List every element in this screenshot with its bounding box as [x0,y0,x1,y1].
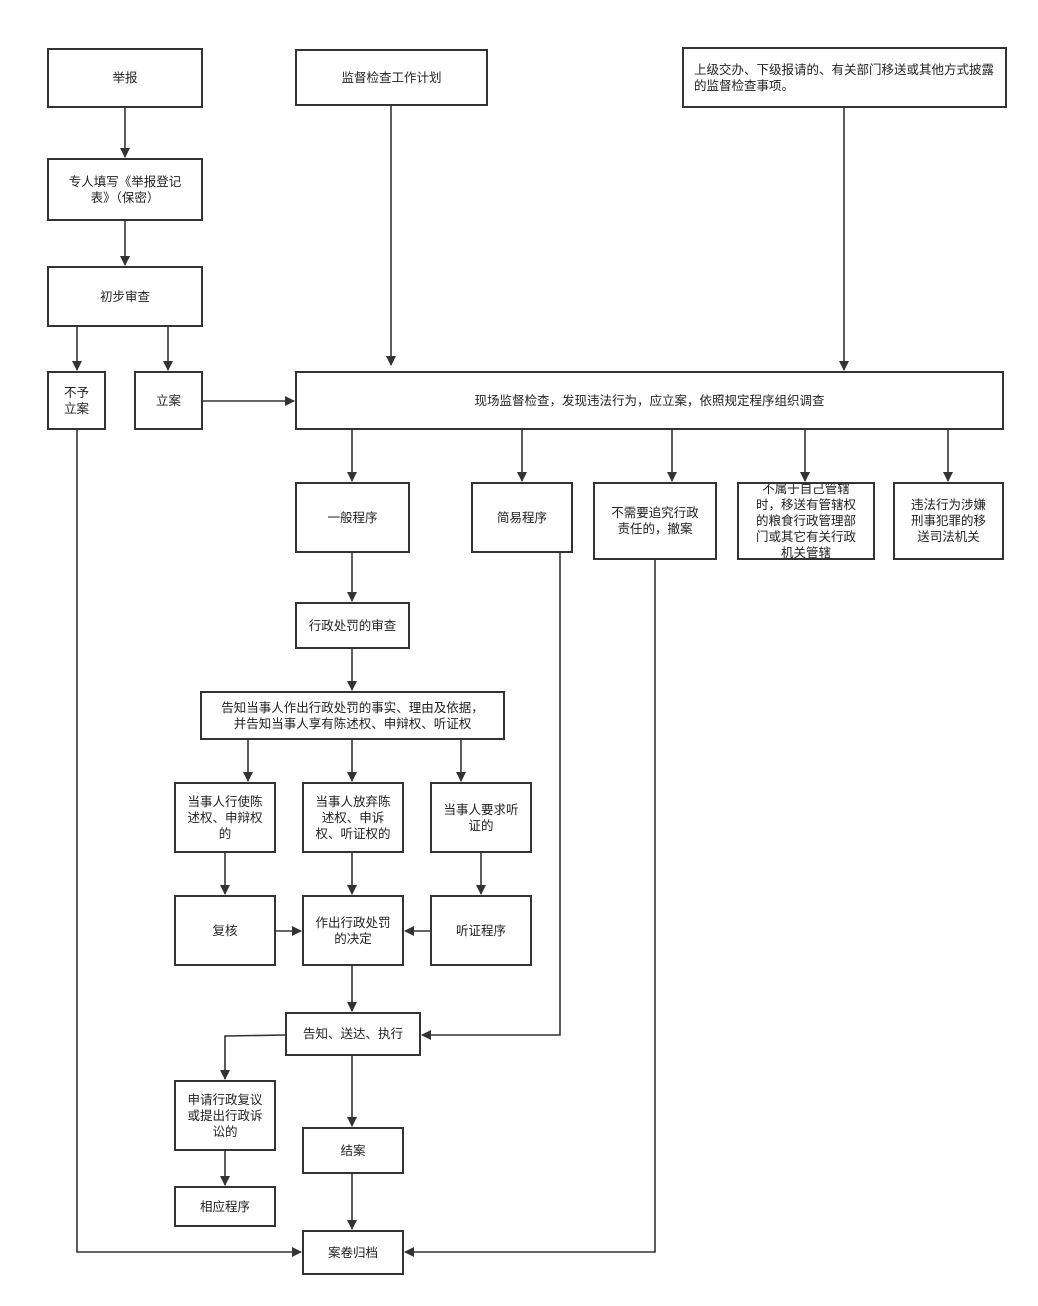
node-waive-rights: 当事人放弃陈 述权、申诉 权、听证权的 [302,782,404,853]
node-superior-matters: 上级交办、下级报请的、有关部门移送或其他方式披露的监督检查事项。 [682,47,1007,108]
node-onsite-inspection: 现场监督检查，发现违法行为，应立案，依照规定程序组织调查 [295,371,1004,430]
node-penalty-review: 行政处罚的审查 [295,602,410,649]
node-simple-procedure: 简易程序 [471,482,573,553]
node-no-case: 不予 立案 [47,371,106,430]
node-transfer-judicial: 违法行为涉嫌 刑事犯罪的移 送司法机关 [893,482,1004,560]
node-appeal-review-litigation: 申请行政复议 或提出行政诉 讼的 [174,1080,276,1151]
node-recheck: 复核 [174,895,276,966]
node-case-archive: 案卷归档 [302,1230,404,1275]
node-exercise-rights: 当事人行使陈 述权、申辩权 的 [174,782,276,853]
node-corresponding-procedure: 相应程序 [174,1186,276,1227]
node-report: 举报 [47,48,203,108]
arrow-simple-to-deliver [421,553,561,1040]
node-inspection-plan: 监督检查工作计划 [295,49,488,106]
node-general-procedure: 一般程序 [295,482,410,553]
node-preliminary-review: 初步审查 [47,266,203,327]
arrow-no-liability-to-archive [404,560,656,1257]
node-close-case: 结案 [302,1127,404,1174]
node-hearing-procedure: 听证程序 [430,895,532,966]
node-fill-report-form: 专人填写《举报登记 表》（保密） [47,158,203,221]
node-request-hearing: 当事人要求听 证的 [430,782,532,853]
arrow-no-case-to-archive [76,430,302,1257]
node-penalty-decision: 作出行政处罚 的决定 [302,895,404,966]
node-notify-deliver-execute: 告知、送达、执行 [285,1012,421,1056]
node-notify-party-rights: 告知当事人作出行政处罚的事实、理由及依据， 并告知当事人享有陈述权、申辩权、听证… [200,691,505,740]
node-transfer-jurisdiction: 不属于自己管辖 时，移送有管辖权 的粮食行政管理部 门或其它有关行政 机关管辖 [737,482,875,560]
node-file-case: 立案 [134,371,203,430]
arrow-deliver-to-appeal [220,1034,286,1080]
node-no-liability-withdraw: 不需要追究行政 责任的，撤案 [593,482,717,560]
